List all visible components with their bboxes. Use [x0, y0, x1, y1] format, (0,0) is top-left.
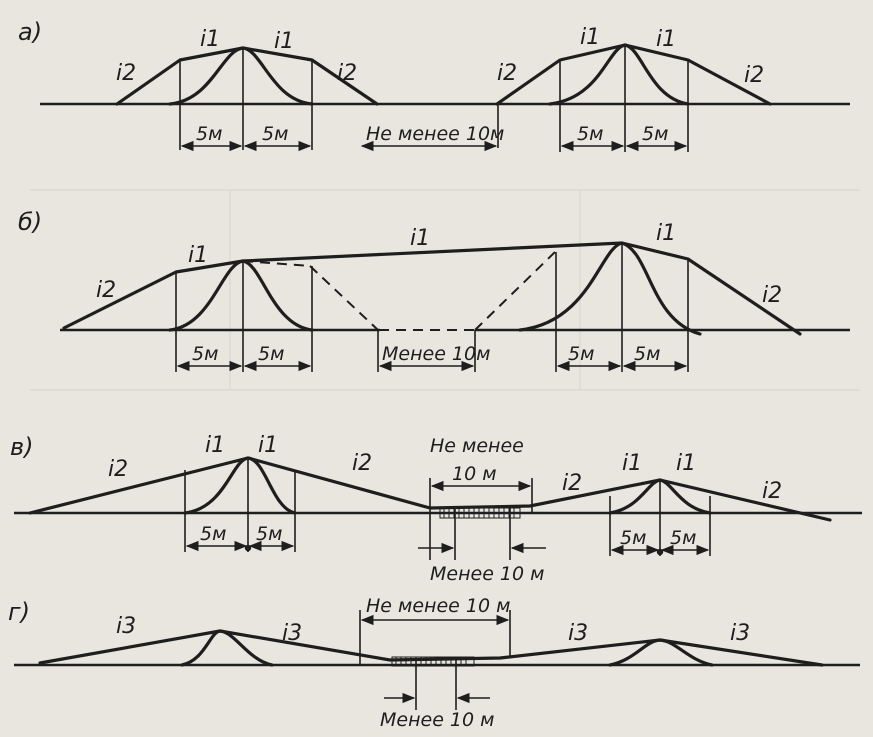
slope-label-i2: i2	[562, 471, 582, 496]
hatched-zone	[439, 507, 521, 519]
slope-label-i2: i2	[352, 451, 372, 476]
slope-label-i1: i1	[410, 226, 430, 251]
slope-label-i2: i2	[762, 283, 782, 308]
dim-5m: 5м	[262, 123, 288, 145]
dim-not-less-10m: Не менее 10м	[366, 123, 504, 145]
panel-letter-b: б)	[18, 208, 42, 236]
slope-label-i2: i2	[108, 457, 128, 482]
slope-label-i3: i3	[568, 621, 588, 646]
dim-5m: 5м	[642, 123, 668, 145]
slope-label-i1: i1	[200, 27, 220, 52]
panel-b: б) i2 i1 i1 i1 i2 5м 5м Менее 10м 5м 5м	[18, 208, 850, 372]
slope-label-i1: i1	[580, 25, 600, 50]
dim-5m: 5м	[196, 123, 222, 145]
dim-5m: 5м	[200, 523, 226, 545]
panel-d: г) Не менее 10 м	[8, 595, 860, 731]
dim-10m: 10 м	[452, 463, 497, 485]
slope-label-i2: i2	[116, 61, 136, 86]
slope-label-i1: i1	[656, 27, 676, 52]
dim-less-10m-spaced: Менее 10 м	[380, 709, 494, 731]
dim-5m: 5м	[634, 343, 660, 365]
panel-letter-c: в)	[10, 433, 34, 461]
dim-5m: 5м	[577, 123, 603, 145]
slope-label-i3: i3	[282, 621, 302, 646]
hatched-zone	[391, 656, 475, 667]
slope-label-i2: i2	[497, 61, 517, 86]
slope-label-i2: i2	[96, 278, 116, 303]
dim-5m: 5м	[256, 523, 282, 545]
panel-letter-d: г)	[8, 598, 30, 626]
dim-5m: 5м	[192, 343, 218, 365]
slope-label-i1: i1	[274, 29, 294, 54]
dim-less-10m: Менее 10м	[382, 343, 490, 365]
panel-a: а) i2 i1 i1 i2 i2 i1 i1 i2 5м 5м Не мене…	[18, 18, 850, 152]
slope-label-i2: i2	[337, 61, 357, 86]
slope-label-i1: i1	[656, 221, 676, 246]
panel-c: в)	[10, 433, 862, 585]
panel-letter-a: а)	[18, 18, 42, 46]
slope-label-i3: i3	[730, 621, 750, 646]
slope-label-i1: i1	[188, 243, 208, 268]
dim-5m: 5м	[258, 343, 284, 365]
slope-label-i1: i1	[676, 451, 696, 476]
dim-not-less-word: Не менее	[430, 435, 524, 457]
slope-label-i1: i1	[258, 433, 278, 458]
slope-label-i1: i1	[622, 451, 642, 476]
bleed-through-background	[30, 189, 860, 391]
slope-label-i2: i2	[744, 63, 764, 88]
dim-not-less-10m-spaced: Не менее 10 м	[366, 595, 510, 617]
slope-label-i3: i3	[116, 614, 136, 639]
slope-label-i1: i1	[205, 433, 225, 458]
dim-5m: 5м	[670, 527, 696, 549]
dim-5m: 5м	[620, 527, 646, 549]
dim-less-10m-spaced: Менее 10 м	[430, 563, 544, 585]
dim-5m: 5м	[568, 343, 594, 365]
slope-label-i2: i2	[762, 479, 782, 504]
